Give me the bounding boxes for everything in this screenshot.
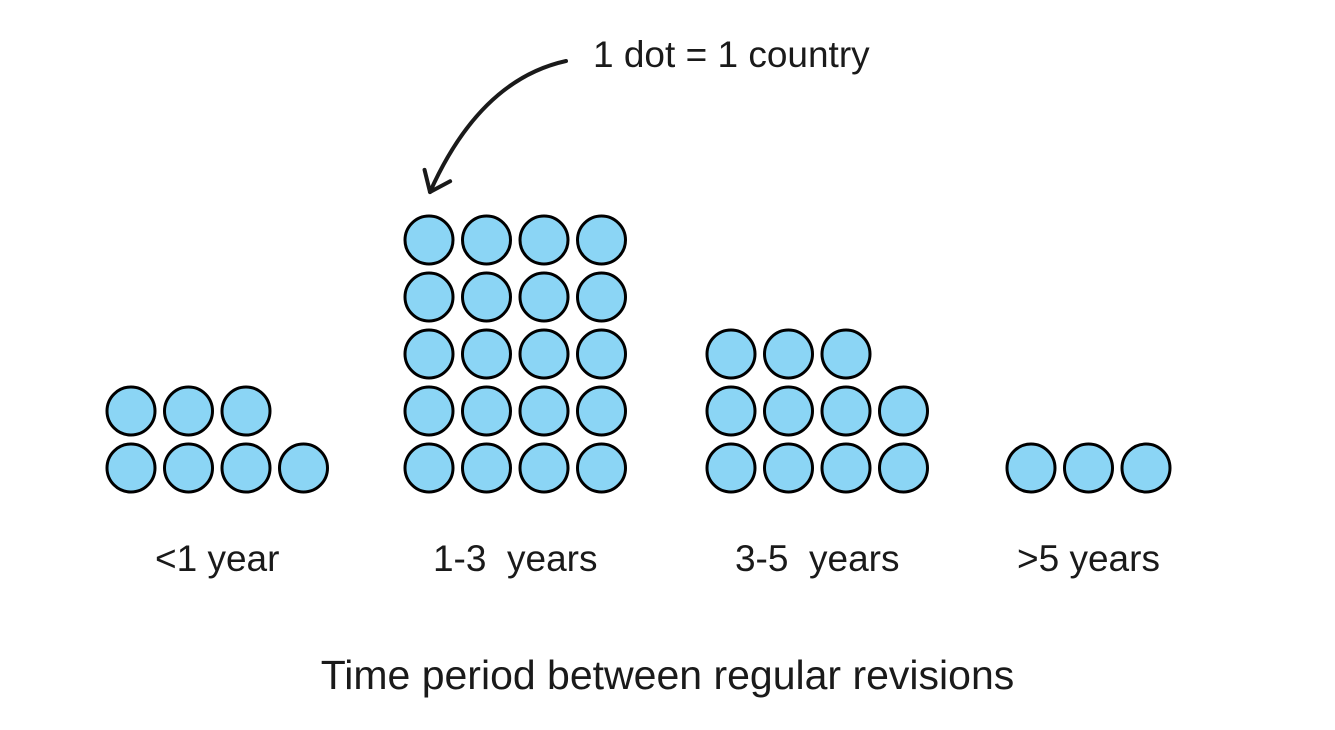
dot-group-4: [1005, 442, 1172, 494]
dot: [518, 442, 570, 494]
chart-title: Time period between regular revisions: [320, 652, 1015, 698]
category-labels: <1 year 1-3 years 3-5 years >5 years: [155, 538, 1160, 579]
dot: [576, 385, 627, 437]
dot: [705, 442, 757, 494]
dot: [820, 442, 872, 494]
dot: [403, 328, 455, 380]
dot: [763, 442, 814, 494]
legend-annotation-text: 1 dot = 1 country: [593, 34, 870, 75]
dot: [403, 442, 455, 494]
dot: [878, 385, 929, 437]
category-label: <1 year: [155, 538, 279, 579]
category-label: 1-3 years: [433, 538, 598, 579]
dot: [403, 271, 455, 323]
dots-layer: [105, 214, 1172, 494]
dot: [403, 385, 455, 437]
dot: [820, 385, 872, 437]
dot: [461, 214, 512, 266]
dot-group-2: [403, 214, 627, 494]
annotation-arrow: [422, 59, 568, 194]
dot: [576, 271, 627, 323]
dot: [878, 442, 929, 494]
dot: [220, 385, 272, 437]
dot: [705, 328, 757, 380]
dot: [518, 385, 570, 437]
category-label: 3-5 years: [735, 538, 900, 579]
dot: [403, 214, 455, 266]
dot: [763, 385, 814, 437]
dot: [820, 328, 872, 380]
dot: [763, 328, 814, 380]
dot: [461, 385, 512, 437]
dot: [1120, 442, 1172, 494]
dot: [461, 328, 512, 380]
dot: [518, 214, 570, 266]
category-label: >5 years: [1017, 538, 1160, 579]
dot: [461, 271, 512, 323]
dot: [105, 442, 157, 494]
dot: [163, 385, 214, 437]
dot: [518, 271, 570, 323]
dot-group-1: [105, 385, 329, 494]
dot: [576, 214, 627, 266]
dot: [518, 328, 570, 380]
dot: [220, 442, 272, 494]
dot: [105, 385, 157, 437]
dot: [1063, 442, 1114, 494]
dot: [163, 442, 214, 494]
dot: [461, 442, 512, 494]
dot: [576, 328, 627, 380]
dot-group-3: [705, 328, 929, 494]
dot: [576, 442, 627, 494]
dot: [278, 442, 329, 494]
dot: [1005, 442, 1057, 494]
dot: [705, 385, 757, 437]
